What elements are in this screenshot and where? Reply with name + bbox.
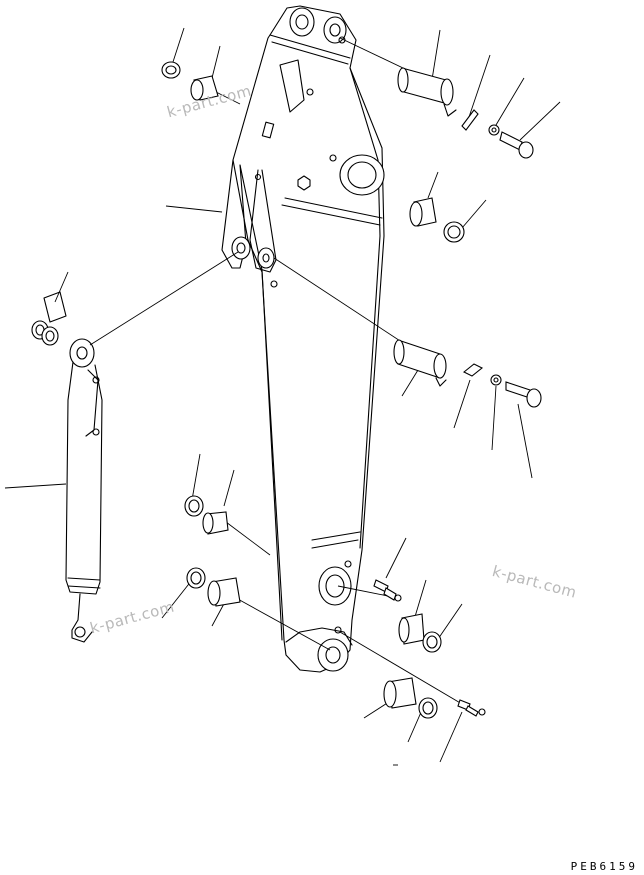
grease-fitting-bottom [457, 699, 486, 717]
hydraulic-cylinder [65, 338, 103, 643]
drawing-code: PEB6159 [570, 860, 638, 873]
lock-plate-top [461, 109, 534, 159]
arm-lower-boss [317, 560, 352, 672]
bushing-mid-left [184, 495, 229, 535]
arm-body [232, 5, 385, 673]
bushing-upper-right [409, 197, 465, 243]
arm-top-boss [289, 7, 347, 96]
pin-middle [393, 339, 447, 387]
pin-top [397, 67, 457, 117]
bushing-bottom [383, 677, 438, 719]
arm-side-boss [297, 154, 385, 196]
bushing-lower-right [398, 613, 442, 653]
cylinder-bracket [221, 159, 278, 288]
bushing-lower-left [186, 567, 241, 607]
leader-lines [4, 27, 561, 763]
grease-fitting-middle [373, 579, 402, 602]
bushing-top-left [161, 61, 219, 101]
shim-set [31, 291, 67, 346]
lock-plate-middle [462, 363, 542, 408]
